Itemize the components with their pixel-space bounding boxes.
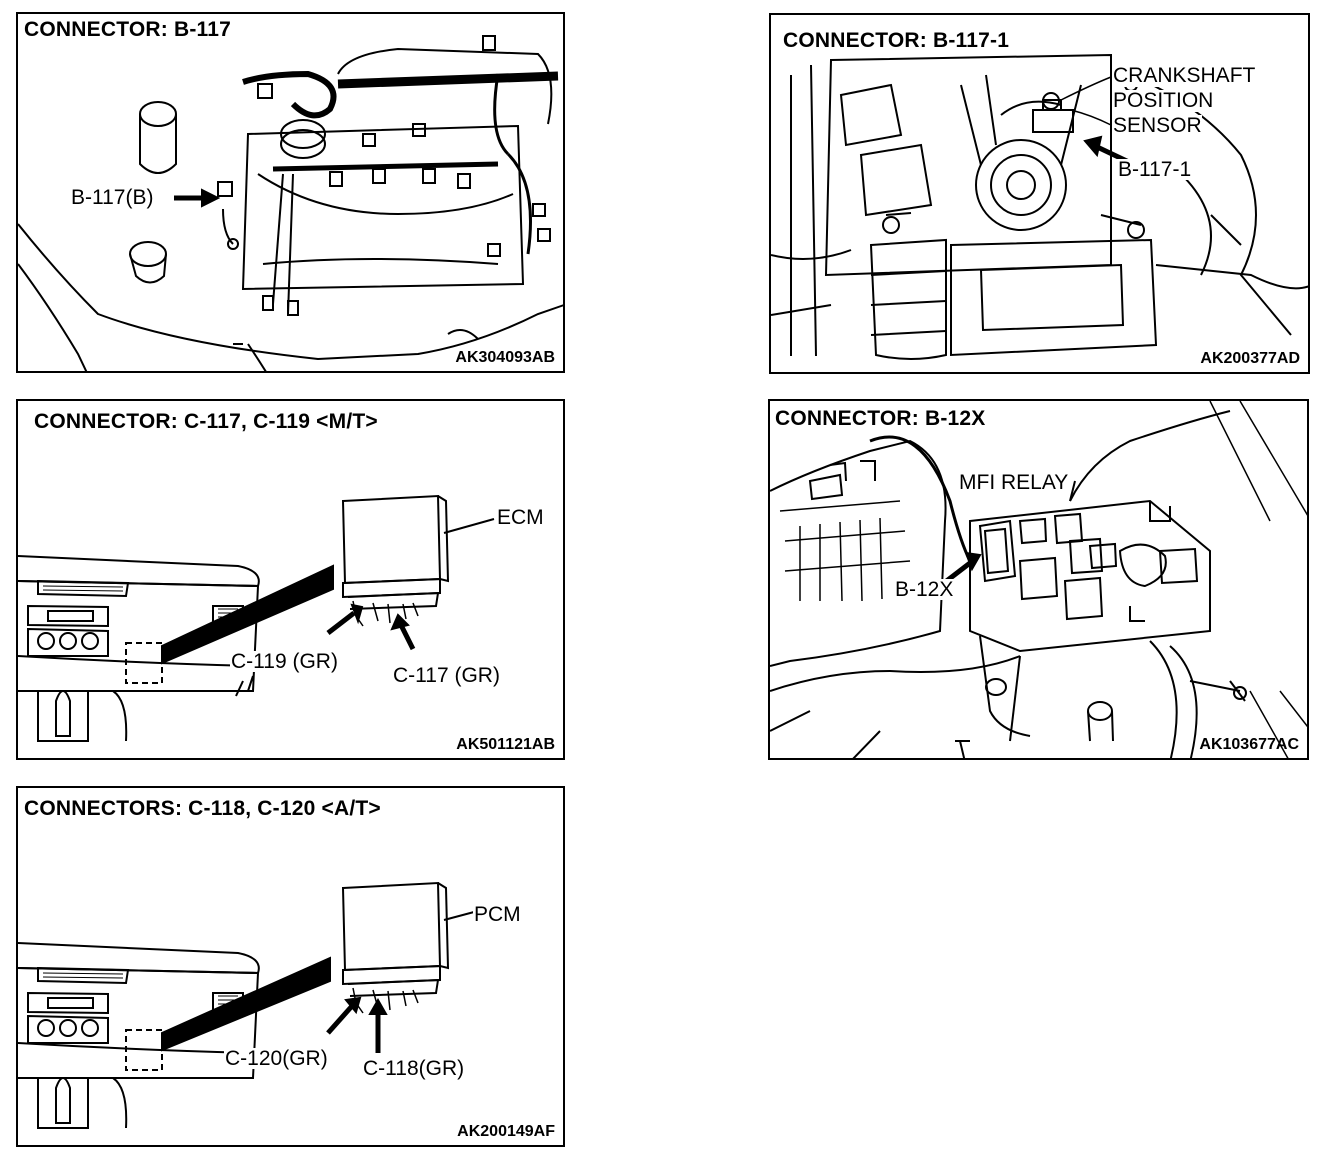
figure-code: AK200149AF [457,1123,555,1140]
connector-label-c118: C-118(GR) [362,1057,466,1080]
connector-label-c120: C-120(GR) [224,1047,329,1070]
panel-connector-b12x: CONNECTOR: B-12X MFI RELAY B-12X AK10367… [768,399,1309,760]
panel-connector-c118-c120: CONNECTORS: C-118, C-120 <A/T> PCM C-120… [16,786,565,1147]
figure-code: AK200377AD [1200,350,1300,367]
panel-title: CONNECTOR: B-12X [775,407,986,430]
crankshaft-illustration [771,53,1308,360]
panel-title: CONNECTOR: B-117-1 [783,29,1010,52]
figure-code: AK304093AB [455,349,555,366]
connector-label-b12x: B-12X [894,578,955,601]
connector-label-c119: C-119 (GR) [230,650,339,673]
sensor-label-line3: SENSOR [1113,114,1202,138]
unit-label-pcm: PCM [473,903,522,926]
connector-label-c117: C-117 (GR) [392,664,501,687]
panel-title: CONNECTORS: C-118, C-120 <A/T> [24,797,381,820]
panel-title: CONNECTOR: B-117 [24,18,232,41]
figure-code: AK501121AB [456,736,555,753]
dashboard-ecm-illustration [18,494,495,742]
connector-label-b117-1: B-117-1 [1117,158,1193,181]
relay-label: MFI RELAY [958,471,1070,494]
figure-code: AK103677AC [1199,736,1299,753]
relay-box-illustration [770,401,1307,758]
panel-connector-b117-1: CONNECTOR: B-117-1 CRANKSHAFT POSITION S… [769,13,1310,374]
unit-label-ecm: ECM [496,506,545,529]
sensor-label-line1: CRANKSHAFT [1113,64,1256,88]
connector-label-b117b: B-117(B) [70,186,155,209]
sensor-label-line2: POSITION [1113,89,1214,113]
panel-connector-b117: CONNECTOR: B-117 B-117(B) AK304093AB [16,12,565,373]
panel-title: CONNECTOR: C-117, C-119 <M/T> [34,410,378,433]
engine-bay-illustration [18,35,563,371]
panel-connector-c117-c119: CONNECTOR: C-117, C-119 <M/T> ECM C-119 … [16,399,565,760]
dashboard-pcm-illustration [18,881,475,1129]
